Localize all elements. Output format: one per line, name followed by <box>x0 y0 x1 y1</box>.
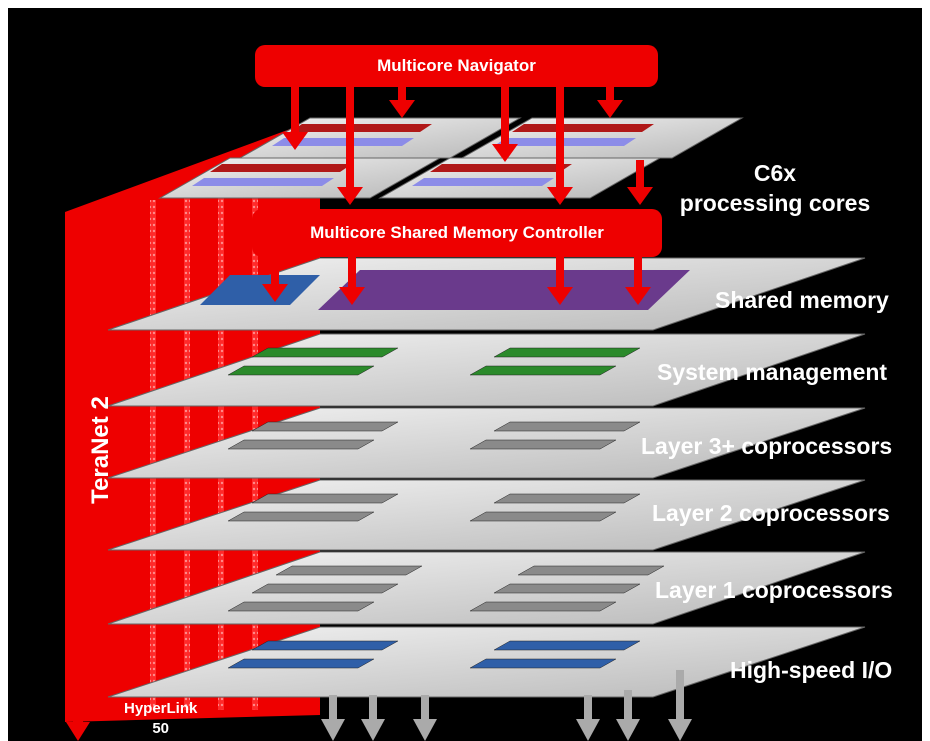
layer2-label: Layer 2 coprocessors <box>652 500 890 526</box>
layer-plane-high-speed-io <box>107 626 866 698</box>
chip <box>251 493 399 504</box>
io-arrow-5 <box>616 690 640 741</box>
nav-arrow-3 <box>389 87 415 118</box>
chip <box>251 347 399 358</box>
msmc-arrow-4 <box>625 257 651 305</box>
chip <box>251 640 399 651</box>
chip <box>493 583 641 594</box>
chip <box>227 601 375 612</box>
nav-arrow-1 <box>282 87 308 150</box>
chip <box>469 511 617 522</box>
connection-arrows <box>262 87 653 305</box>
core-plane-1 <box>238 117 522 159</box>
chip <box>227 439 375 450</box>
multicore-navigator-box: Multicore Navigator <box>255 45 658 87</box>
chip <box>200 275 320 305</box>
io-arrow-4 <box>576 695 600 741</box>
nav-arrow-7 <box>627 160 653 205</box>
teranet-label: TeraNet 2 <box>87 396 114 504</box>
nav-arrow-6 <box>547 87 573 205</box>
high-speed-io-label: High-speed I/O <box>730 657 893 683</box>
msmc-label: Multicore Shared Memory Controller <box>310 223 604 242</box>
chip <box>493 347 641 358</box>
nav-arrow-4 <box>597 87 623 118</box>
chip <box>493 640 641 651</box>
core-plane-3 <box>158 157 442 199</box>
io-arrow-3 <box>413 695 437 741</box>
layer-plane-layer1 <box>107 551 866 625</box>
hyperlink-label-line2: 50 <box>152 720 170 737</box>
msmc-arrow-2 <box>339 257 365 305</box>
core-plane-4 <box>378 157 662 199</box>
layer-plane-shared-memory <box>107 257 866 331</box>
nav-arrow-5 <box>337 87 363 205</box>
chip <box>227 365 375 376</box>
chip <box>469 658 617 669</box>
hyperlink-label: HyperLink 50 <box>124 699 197 739</box>
cores-label: C6x processing cores <box>655 158 895 218</box>
layer-plane-system-management <box>107 333 866 407</box>
hyperlink-label-line1: HyperLink <box>124 700 198 717</box>
core-plane-2 <box>460 117 744 159</box>
chip <box>494 138 636 146</box>
chip <box>210 164 352 172</box>
chip <box>251 421 399 432</box>
chip <box>275 565 423 576</box>
chip <box>493 421 641 432</box>
chip <box>469 601 617 612</box>
nav-arrow-2 <box>492 87 518 162</box>
cores-label-line1: C6x <box>753 160 797 186</box>
chip <box>192 178 334 186</box>
chip <box>469 365 617 376</box>
chip <box>517 565 665 576</box>
chip <box>227 511 375 522</box>
chip <box>290 124 432 132</box>
shared-memory-label: Shared memory <box>715 287 889 313</box>
chip <box>430 164 572 172</box>
io-arrows <box>321 670 692 741</box>
chip <box>512 124 654 132</box>
msmc-arrow-1 <box>262 257 288 302</box>
multicore-navigator-label: Multicore Navigator <box>377 56 536 75</box>
layer1-label: Layer 1 coprocessors <box>655 577 893 603</box>
chip <box>272 138 414 146</box>
core-planes <box>158 117 744 199</box>
chip <box>412 178 554 186</box>
hyperlink-arrow <box>66 712 90 741</box>
layer3-label: Layer 3+ coprocessors <box>641 433 893 459</box>
chip <box>469 439 617 450</box>
msmc-arrow-3 <box>547 257 573 305</box>
msmc-box: Multicore Shared Memory Controller <box>252 209 662 257</box>
cores-label-line2: processing cores <box>679 190 871 216</box>
io-arrow-1 <box>321 695 345 741</box>
io-arrow-2 <box>361 695 385 741</box>
chip <box>251 583 399 594</box>
system-management-label: System management <box>657 359 888 385</box>
chip <box>493 493 641 504</box>
chip <box>318 270 690 310</box>
layer-plane-layer2 <box>107 479 866 551</box>
chip <box>227 658 375 669</box>
layer-plane-layer3 <box>107 407 866 479</box>
io-arrow-6 <box>668 670 692 741</box>
